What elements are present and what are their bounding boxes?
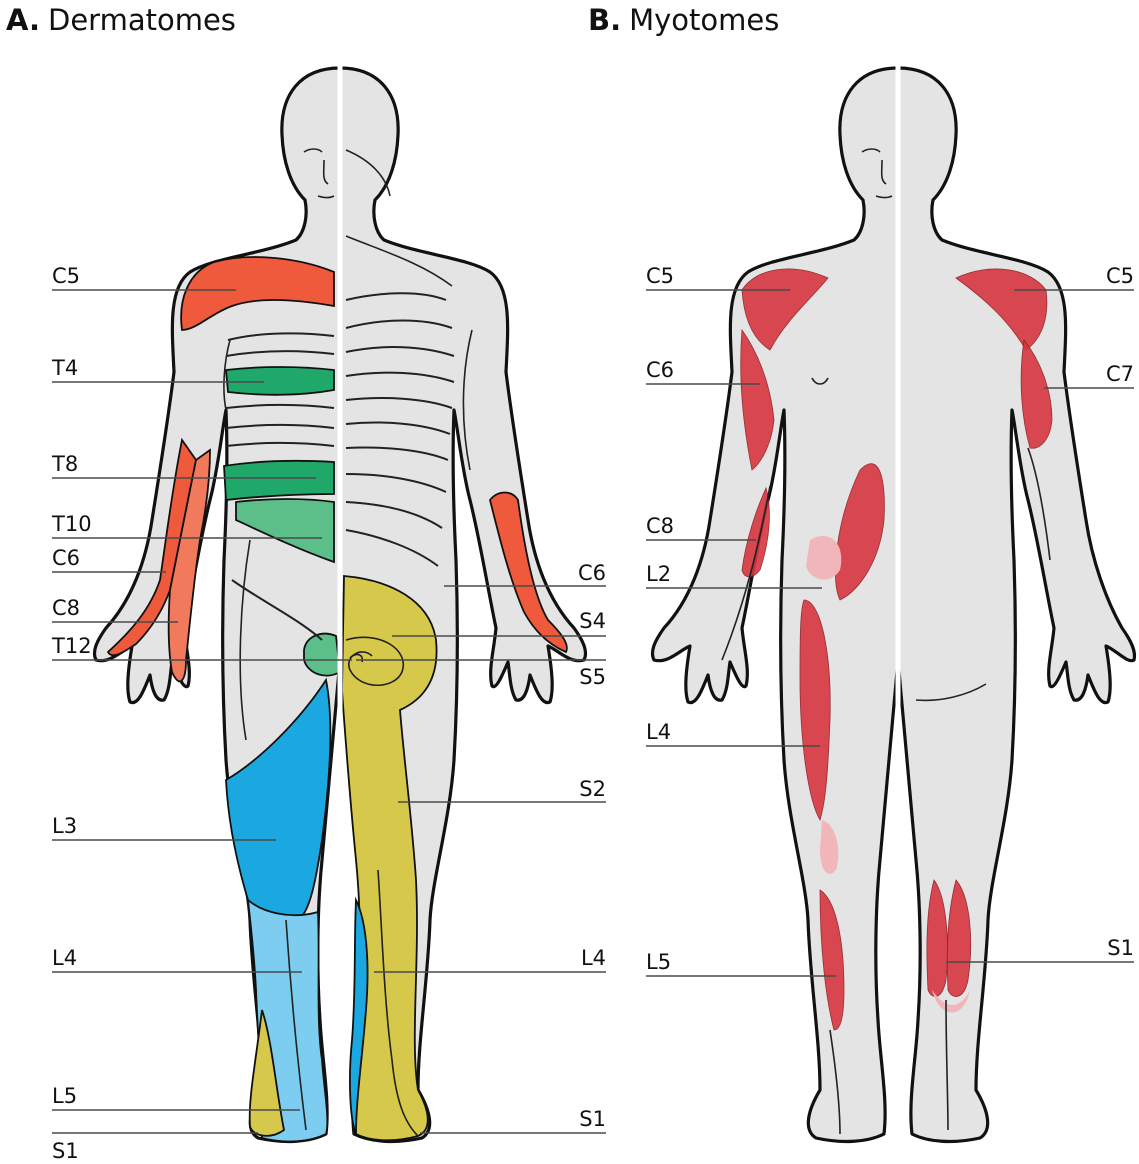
myotome-body-outline bbox=[650, 66, 1137, 1144]
dermatome-label-c6: C6 bbox=[52, 546, 80, 570]
myotome-achilles-tendon bbox=[945, 999, 949, 1131]
dermatome-c5-region bbox=[180, 256, 335, 331]
dermatome-t4-region bbox=[225, 366, 335, 396]
dermatome-stripe-r7 bbox=[345, 446, 449, 461]
myotome-back-arm-line bbox=[1027, 447, 1051, 561]
panel-a-name: Dermatomes bbox=[48, 3, 236, 37]
myotome-s1-gastrocnemius-right bbox=[946, 879, 972, 997]
dermatome-stripe-5 bbox=[225, 442, 335, 447]
dermatome-stripe-3 bbox=[225, 404, 335, 409]
dermatome-stripe-1 bbox=[227, 332, 335, 341]
dermatome-abdomen-line bbox=[239, 539, 251, 741]
myotome-face-mouth bbox=[875, 195, 893, 199]
dermatome-stripe-r10 bbox=[345, 529, 439, 567]
myotome-s1-lower-shading bbox=[932, 990, 970, 1013]
dermatome-t10-region bbox=[235, 498, 335, 564]
myotome-label-c6: C6 bbox=[646, 358, 674, 382]
dermatome-label-s2: S2 bbox=[579, 777, 606, 801]
dermatome-label-c5: C5 bbox=[52, 264, 80, 288]
panel-a-letter: A. bbox=[6, 3, 40, 37]
dermatome-label-l4: L4 bbox=[52, 946, 77, 970]
myotome-label-s1: S1 bbox=[1107, 936, 1134, 960]
dermatome-label-t10: T10 bbox=[51, 512, 92, 536]
myotome-labels-left: C5 C6 C8 L2 L4 L5 bbox=[646, 264, 674, 974]
myotome-forearm-tendon bbox=[721, 485, 771, 661]
myotome-labels-right: C5 C7 S1 bbox=[1106, 264, 1134, 960]
dermatome-label-s4: S4 bbox=[579, 609, 606, 633]
dermatome-stripe-r9 bbox=[345, 501, 443, 529]
dermatome-label-s1-right: S1 bbox=[579, 1107, 606, 1131]
dermatome-face-eye-left bbox=[303, 148, 323, 153]
dermatome-label-t8: T8 bbox=[51, 452, 78, 476]
panel-b-name: Myotomes bbox=[629, 3, 779, 37]
panel-a-title: A.Dermatomes bbox=[6, 3, 236, 37]
dermatome-label-c8: C8 bbox=[52, 596, 80, 620]
dermatome-face-nose bbox=[322, 159, 329, 185]
dermatome-l3-region bbox=[225, 677, 332, 920]
panel-b-title: B.Myotomes bbox=[588, 3, 779, 37]
dermatome-leg-line-right bbox=[377, 869, 419, 1137]
myotome-label-l2: L2 bbox=[646, 562, 671, 586]
myotome-label-c5: C5 bbox=[646, 264, 674, 288]
dermatome-stripe-r4 bbox=[345, 371, 455, 383]
myotome-l4-knee-shading bbox=[820, 820, 839, 874]
dermatome-label-l3: L3 bbox=[52, 814, 77, 838]
dermatome-labels-left: C5 T4 T8 T10 C6 C8 T12 L3 L4 L5 S1 bbox=[51, 264, 92, 1163]
myotome-l2-iliopsoas bbox=[835, 463, 885, 601]
myotome-gluteal-fold bbox=[915, 683, 987, 702]
myotome-label-c5-right: C5 bbox=[1106, 264, 1134, 288]
dermatome-leaders bbox=[52, 289, 606, 1134]
dermatome-leg-line-left bbox=[285, 919, 307, 1131]
dermatome-label-s5: S5 bbox=[579, 665, 606, 689]
myotome-label-c8: C8 bbox=[646, 514, 674, 538]
dermatome-label-l5: L5 bbox=[52, 1084, 77, 1108]
dermatome-labels-right: C6 S4 S5 S2 L4 S1 bbox=[578, 561, 606, 1131]
dermatome-label-t12: T12 bbox=[51, 634, 92, 658]
myotome-leg-tendon-front bbox=[829, 1029, 841, 1135]
myotome-s1-gastrocnemius-left bbox=[926, 879, 948, 997]
myotome-l2-hip-shading bbox=[806, 535, 842, 580]
dermatome-stripe-r8 bbox=[345, 473, 447, 493]
myotome-label-l4: L4 bbox=[646, 720, 671, 744]
myotome-navel bbox=[811, 377, 829, 385]
dermatome-label-l4-right: L4 bbox=[581, 946, 606, 970]
dermatome-inner-arm-line bbox=[462, 329, 473, 471]
myotome-c7-triceps bbox=[1020, 339, 1053, 449]
dermatome-stripe-r6 bbox=[345, 421, 451, 435]
myotome-body bbox=[650, 66, 1137, 1144]
dermatome-label-c6-right: C6 bbox=[578, 561, 606, 585]
dermatome-stripe-4 bbox=[225, 424, 335, 429]
dermatome-stripe-r2 bbox=[345, 319, 453, 329]
dermatome-label-s1: S1 bbox=[52, 1139, 79, 1163]
dermatome-neck-line bbox=[345, 235, 453, 287]
panel-b-letter: B. bbox=[588, 3, 621, 37]
myotome-c6-biceps bbox=[740, 328, 775, 471]
myotome-face-eye bbox=[861, 148, 881, 153]
myotome-label-l5: L5 bbox=[646, 950, 671, 974]
myotome-l5-tibialis bbox=[819, 889, 845, 1031]
dermatome-stripe-r5 bbox=[345, 397, 453, 409]
dermatome-head-back-lines bbox=[345, 149, 391, 197]
dermatome-l4-right-region bbox=[349, 896, 369, 1135]
myotome-label-c7: C7 bbox=[1106, 362, 1134, 386]
myotome-l4-quadriceps bbox=[799, 599, 831, 821]
dermatome-label-t4: T4 bbox=[51, 356, 78, 380]
dermatome-face-mouth bbox=[317, 195, 335, 199]
dermatome-body bbox=[92, 66, 588, 1144]
myotome-face-nose bbox=[880, 159, 887, 185]
dermatome-l5-left-region bbox=[248, 1009, 285, 1137]
dermatome-stripe-6 bbox=[231, 579, 323, 641]
dermatome-t8-region bbox=[223, 459, 335, 501]
dermatome-c8-arm-region bbox=[167, 448, 211, 683]
dermatome-stripe-r3 bbox=[345, 346, 455, 357]
dermatome-stripe-r1 bbox=[345, 292, 447, 301]
dermatome-stripe-2 bbox=[225, 350, 335, 357]
myotome-leaders bbox=[646, 289, 1134, 977]
dermatome-chest-line bbox=[223, 339, 231, 411]
